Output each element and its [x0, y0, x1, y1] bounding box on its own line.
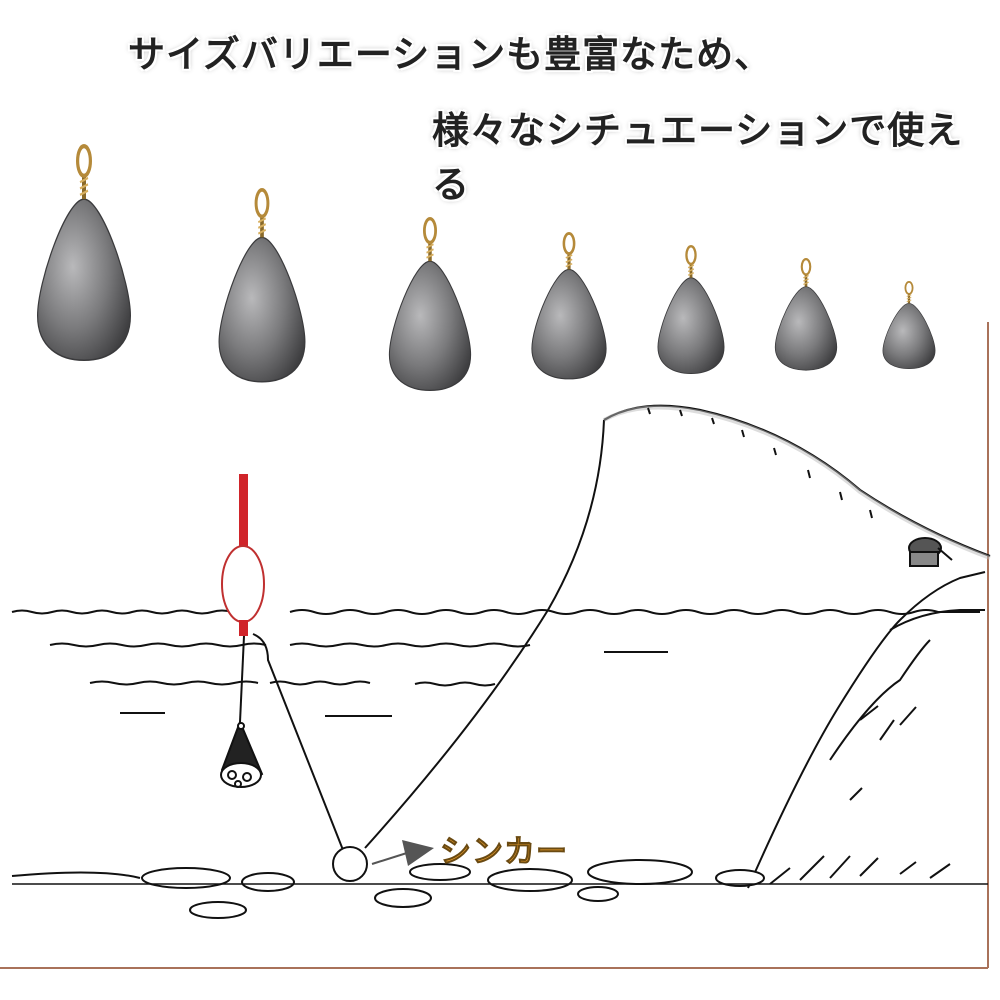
float-icon [221, 474, 265, 636]
sinker-icon [38, 146, 131, 360]
sinker-ball [332, 846, 368, 882]
fishing-rod-icon [603, 404, 991, 560]
bait-basket-icon [220, 719, 264, 788]
rod-line [364, 419, 605, 849]
sinker-icon [389, 219, 470, 391]
arrow-right-icon [371, 840, 434, 866]
sinker-icon [773, 257, 839, 372]
sinker-icon [530, 231, 608, 381]
sinker-callout-label: シンカー [440, 834, 568, 871]
sinker-icon [219, 190, 305, 382]
water-lines [11, 609, 980, 717]
reel-icon [908, 537, 953, 567]
seabed-stones [11, 859, 988, 919]
headline-line-2: 様々なシチュエーションで使える [432, 109, 964, 206]
float-line [252, 633, 344, 851]
sinker-icon [656, 244, 726, 376]
rock-bank [747, 571, 986, 889]
headline-line-1: サイズバリエーションも豊富なため、 [128, 33, 773, 76]
sinker-icon [881, 280, 937, 370]
bait-line [239, 635, 245, 723]
